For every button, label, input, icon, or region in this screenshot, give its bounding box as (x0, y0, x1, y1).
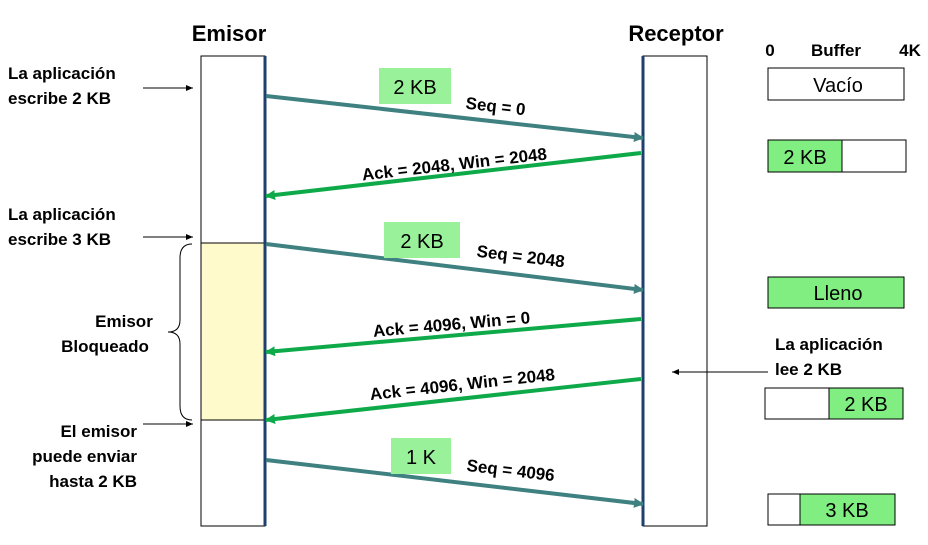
buffer-state-3kb-fill (799, 493, 896, 526)
ack-arrow-4096-win-2048 (265, 377, 642, 424)
note-read-line1: La aplicación (775, 335, 883, 354)
buffer-state-empty-label: Vacío (813, 75, 863, 97)
data-arrow-seq-4096 (265, 458, 644, 508)
segment-tag-2-label: 2 KB (400, 231, 443, 253)
seq-4096-label: Seq = 4096 (466, 456, 556, 485)
receiver-title: Receptor (628, 21, 724, 46)
note-write-2kb-line1: La aplicación (8, 64, 116, 83)
buffer-min-label: 0 (765, 41, 774, 60)
seq-0-label: Seq = 0 (465, 94, 527, 120)
note-can-send-line2: puede enviar (32, 447, 137, 466)
note-can-send-line3: hasta 2 KB (49, 472, 137, 491)
segment-tag-2 (384, 222, 460, 258)
note-can-send-line1: El emisor (60, 422, 137, 441)
data-arrow-seq-0 (265, 94, 644, 142)
note-write-3kb-line1: La aplicación (8, 205, 116, 224)
buffer-state-after-read-fill (828, 387, 904, 420)
blocked-brace (167, 243, 193, 421)
segment-tag-1 (379, 68, 451, 104)
buffer-state-full-label: Lleno (814, 283, 863, 305)
ack-arrow-4096-win-0 (265, 317, 642, 357)
receiver-lifeline-box (642, 55, 708, 527)
ack-arrow-2048-win-2048 (265, 151, 642, 200)
note-read-line2: lee 2 KB (775, 360, 842, 379)
seq-2048-label: Seq = 2048 (476, 242, 566, 272)
segment-tag-1-label: 2 KB (393, 77, 436, 99)
note-blocked-line1: Emisor (95, 312, 153, 331)
buffer-state-2kb-fill (767, 139, 843, 173)
buffer-state-after-read-label: 2 KB (844, 394, 887, 416)
segment-tag-3 (391, 438, 451, 474)
sender-blocked-region (200, 242, 266, 421)
ack-2048-win-2048-label: Ack = 2048, Win = 2048 (361, 145, 548, 185)
buffer-header-label: Buffer (811, 41, 861, 60)
buffer-state-3kb-label: 3 KB (825, 500, 868, 522)
data-arrow-seq-2048 (265, 242, 644, 294)
buffer-state-2kb-label: 2 KB (783, 147, 826, 169)
note-write-2kb-line2: escribe 2 KB (8, 89, 111, 108)
note-write-3kb-line2: escribe 3 KB (8, 230, 111, 249)
buffer-max-label: 4K (899, 41, 921, 60)
segment-tag-3-label: 1 K (406, 447, 437, 469)
buffer-state-full (767, 276, 905, 309)
sender-title: Emisor (192, 21, 267, 46)
note-blocked-line2: Bloqueado (61, 337, 149, 356)
buffer-state-empty (767, 67, 905, 101)
